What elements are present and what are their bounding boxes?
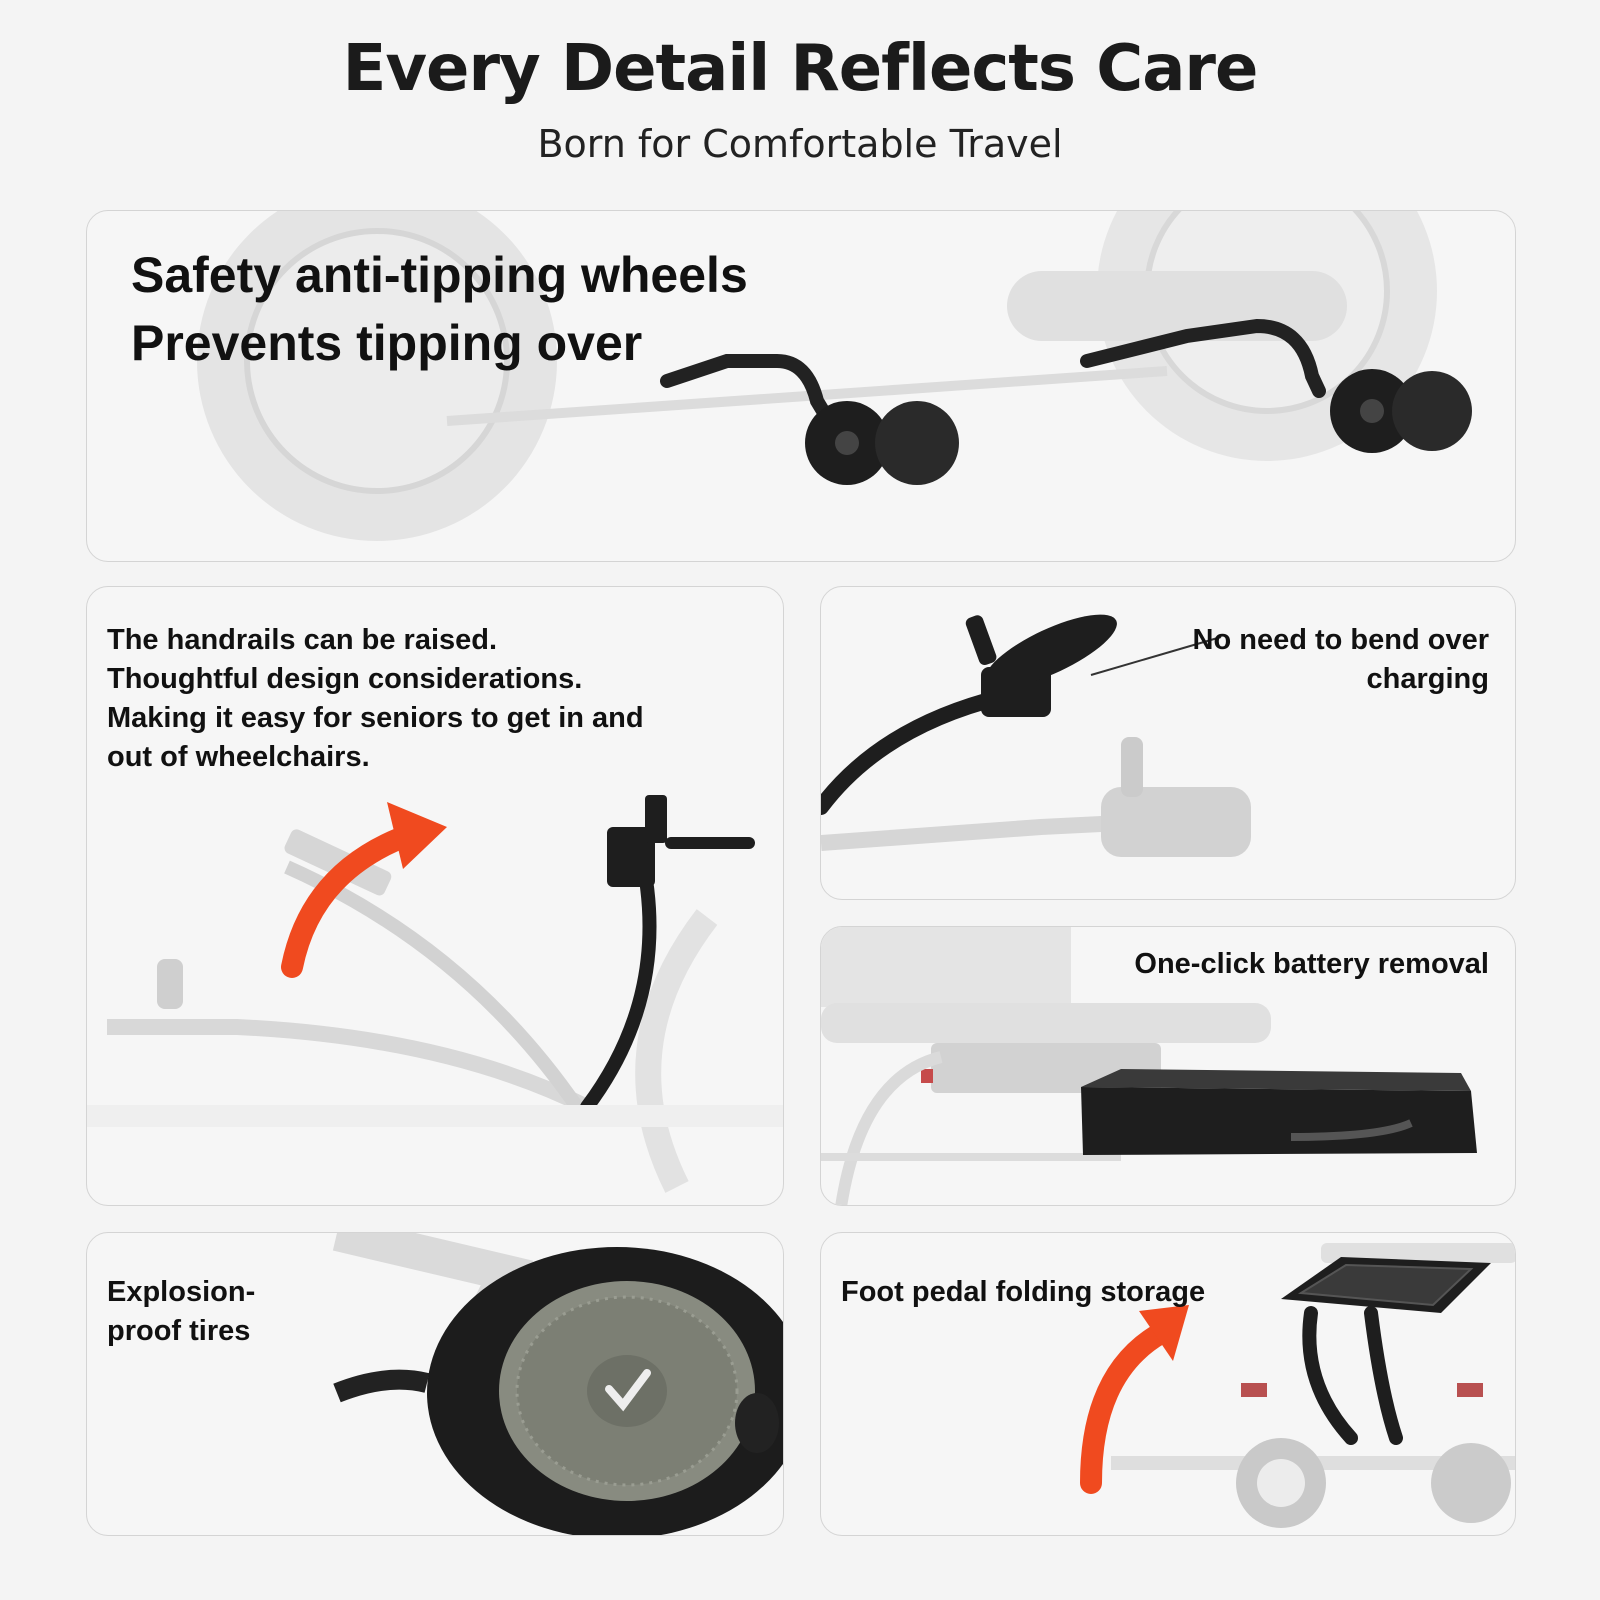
battery-caption: One-click battery removal [1134, 945, 1489, 984]
foot-pedal-title: Foot pedal folding storage [841, 1276, 1206, 1308]
feature-card-charging: No need to bend over charging [820, 586, 1516, 900]
feature-card-anti-tipping: Safety anti-tipping wheels Prevents tipp… [86, 210, 1516, 562]
anti-tipping-caption: Safety anti-tipping wheels Prevents tipp… [131, 241, 748, 377]
handrails-caption: The handrails can be raised. Thoughtful … [107, 621, 644, 777]
feature-card-tires: Explosion- proof tires [86, 1232, 784, 1536]
tires-line-1: Explosion- [107, 1276, 256, 1308]
page-title: Every Detail Reflects Care [342, 32, 1259, 106]
feature-card-battery: One-click battery removal [820, 926, 1516, 1206]
tire-illustration [332, 1233, 783, 1535]
page-subtitle: Born for Comfortable Travel [537, 122, 1063, 166]
charging-line-2: charging [1366, 663, 1489, 695]
charging-controller-illustration [821, 614, 1251, 857]
foot-pedal-illustration [1080, 1243, 1515, 1528]
handrail-illustration [87, 795, 783, 1193]
feature-card-handrails: The handrails can be raised. Thoughtful … [86, 586, 784, 1206]
handrails-line-2: Thoughtful design considerations. [107, 663, 583, 695]
anti-tipping-subtitle: Prevents tipping over [131, 315, 643, 371]
battery-removal-illustration [821, 927, 1477, 1205]
feature-card-foot-pedal: Foot pedal folding storage [820, 1232, 1516, 1536]
battery-title: One-click battery removal [1134, 948, 1489, 980]
handrails-line-1: The handrails can be raised. [107, 624, 498, 656]
anti-tipping-wheels-illustration [197, 211, 1472, 541]
charging-line-1: No need to bend over [1192, 624, 1489, 656]
handrails-line-4: out of wheelchairs. [107, 741, 370, 773]
tires-line-2: proof tires [107, 1315, 251, 1347]
anti-tipping-title: Safety anti-tipping wheels [131, 247, 748, 303]
foot-pedal-caption: Foot pedal folding storage [841, 1273, 1205, 1312]
charging-caption: No need to bend over charging [1193, 621, 1489, 699]
tires-caption: Explosion- proof tires [107, 1273, 255, 1351]
handrails-line-3: Making it easy for seniors to get in and [107, 702, 644, 734]
